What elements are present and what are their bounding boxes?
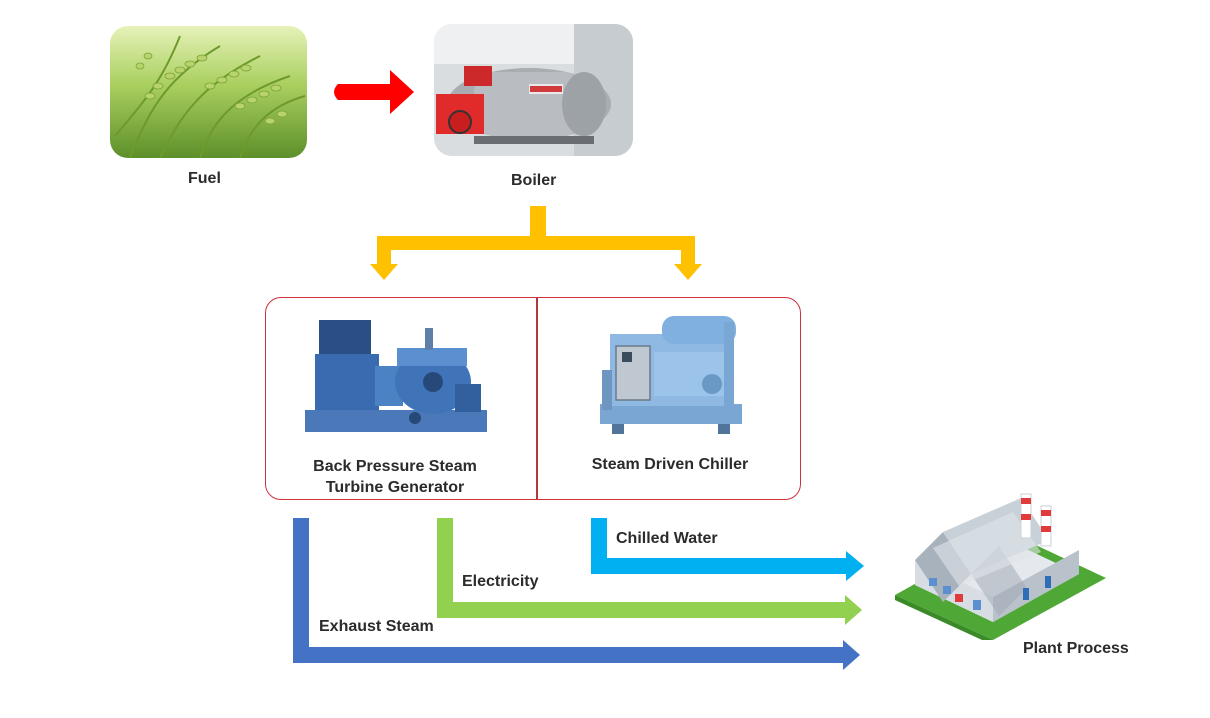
chilled-water-label: Chilled Water	[616, 530, 718, 547]
fuel-label: Fuel	[188, 170, 221, 187]
boiler-label: Boiler	[511, 172, 557, 189]
turbine-label: Back Pressure Steam Turbine Generator	[285, 456, 505, 498]
steam-split-arrow	[370, 206, 702, 280]
fuel-image	[110, 26, 307, 158]
fuel-to-boiler-arrow	[334, 70, 414, 114]
turbine-label-line2: Turbine Generator	[325, 479, 465, 496]
exhaust-steam-arrow	[293, 518, 860, 670]
plant-image	[893, 490, 1108, 645]
equipment-box	[265, 297, 801, 500]
turbine-label-line1: Back Pressure Steam	[313, 458, 477, 475]
chiller-label: Steam Driven Chiller	[591, 456, 749, 473]
exhaust-steam-label: Exhaust Steam	[319, 618, 434, 635]
chilled-water-arrow	[591, 518, 864, 581]
boiler-image	[434, 24, 633, 156]
equipment-divider	[536, 298, 538, 499]
turbine-image	[305, 318, 487, 440]
electricity-arrow	[437, 518, 862, 625]
chiller-image	[592, 312, 750, 436]
plant-label: Plant Process	[1023, 640, 1129, 657]
electricity-label: Electricity	[462, 573, 539, 590]
